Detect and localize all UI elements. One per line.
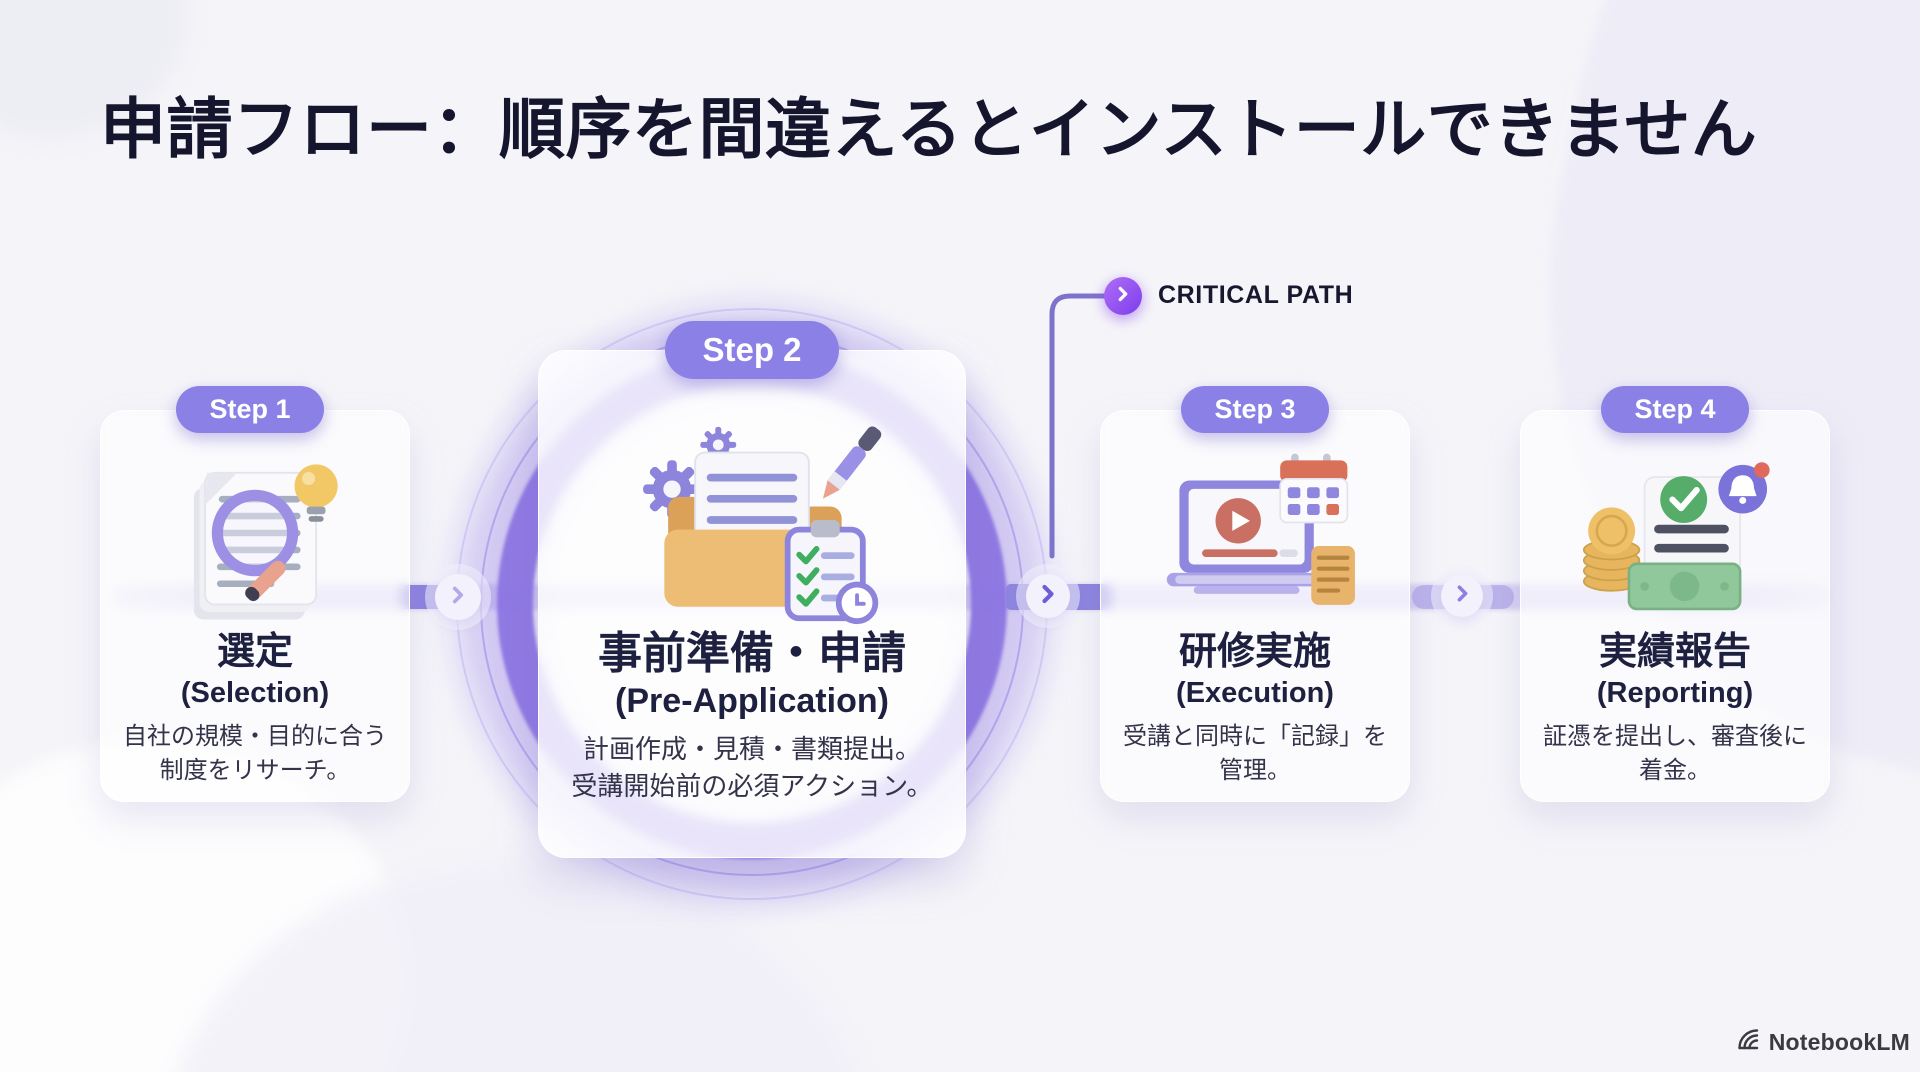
- step-title-en: (Selection): [180, 676, 330, 709]
- step-title-en: (Pre-Application): [615, 681, 889, 720]
- step-card-execution: 研修実施 (Execution) 受講と同時に「記録」を 管理。: [1100, 410, 1410, 802]
- desc-line: 着金。: [1639, 756, 1711, 784]
- step-badge-4: Step 4: [1601, 386, 1749, 433]
- chevron-right-icon: [1034, 580, 1062, 613]
- desc-line: 管理。: [1219, 756, 1291, 784]
- brand-name: NotebookLM: [1768, 1029, 1910, 1055]
- critical-path-label: CRITICAL PATH: [1158, 281, 1354, 309]
- desc-line: 受講開始前の必須アクション。: [571, 770, 933, 801]
- documents-magnifier-lightbulb-icon: [155, 437, 355, 629]
- desc-line: 制度をリサーチ。: [159, 756, 351, 784]
- step-description: 証憑を提出し、審査後に 着金。: [1543, 720, 1807, 788]
- step-badge-3: Step 3: [1181, 386, 1329, 433]
- connector-1-2: [435, 574, 481, 620]
- step-title-en: (Execution): [1176, 676, 1334, 709]
- connector-2-3: [1026, 574, 1070, 618]
- step-card-selection: 選定 (Selection) 自社の規模・目的に合う 制度をリサーチ。: [100, 410, 410, 802]
- background-blob: [160, 860, 880, 1072]
- desc-line: 計画作成・見積・書類提出。: [582, 733, 921, 764]
- step-card-pre-application: 事前準備・申請 (Pre-Application) 計画作成・見積・書類提出。 …: [538, 350, 966, 858]
- coins-banknote-report-bell-icon: [1575, 437, 1775, 629]
- step-title-jp: 選定: [216, 631, 293, 673]
- step-description: 計画作成・見積・書類提出。 受講開始前の必須アクション。: [571, 731, 932, 805]
- step-title-jp: 研修実施: [1178, 631, 1331, 673]
- critical-path-marker: [1104, 277, 1142, 315]
- step-description: 受講と同時に「記録」を 管理。: [1123, 720, 1387, 788]
- laptop-video-calendar-notes-icon: [1150, 437, 1360, 629]
- brand-footer: NotebookLM: [1736, 1027, 1910, 1058]
- desc-line: 自社の規模・目的に合う: [123, 722, 387, 750]
- desc-line: 証憑を提出し、審査後に: [1543, 722, 1807, 750]
- folder-document-gears-pen-checklist-icon: [621, 413, 883, 627]
- page-title: 申請フロー：順序を間違えるとインストールできません: [100, 92, 1758, 166]
- step-description: 自社の規模・目的に合う 制度をリサーチ。: [123, 720, 387, 788]
- chevron-right-icon: [445, 582, 471, 613]
- step-badge-1: Step 1: [176, 386, 324, 433]
- step-card-reporting: 実績報告 (Reporting) 証憑を提出し、審査後に 着金。: [1520, 410, 1830, 802]
- desc-line: 受講と同時に「記録」を: [1123, 722, 1387, 750]
- notebooklm-logo-icon: [1736, 1027, 1762, 1058]
- step-title-jp: 事前準備・申請: [598, 629, 906, 678]
- step-title-jp: 実績報告: [1598, 631, 1751, 673]
- connector-3-4: [1441, 575, 1483, 617]
- chevron-right-icon: [1112, 283, 1134, 310]
- chevron-right-icon: [1450, 581, 1475, 611]
- step-title-en: (Reporting): [1596, 676, 1754, 709]
- step-badge-2: Step 2: [665, 321, 839, 379]
